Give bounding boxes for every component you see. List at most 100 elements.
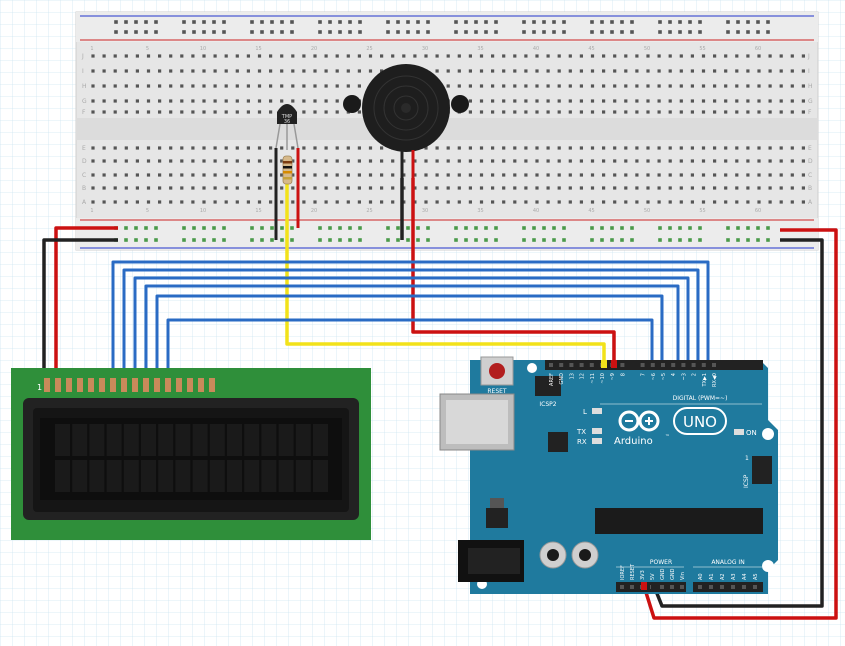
breadboard-hole	[91, 99, 95, 103]
breadboard-hole	[457, 84, 461, 88]
row-letter: A	[82, 199, 87, 206]
rail-hole	[590, 238, 594, 242]
power-pin-label: GND	[660, 568, 666, 580]
atmega-chip	[595, 508, 763, 534]
breadboard-hole	[801, 99, 805, 103]
breadboard-hole	[391, 173, 395, 177]
rail-hole	[124, 238, 128, 242]
breadboard-hole	[158, 186, 162, 190]
rail-hole	[154, 30, 158, 34]
breadboard-hole	[402, 159, 406, 163]
rail-hole	[746, 238, 750, 242]
breadboard-hole	[446, 54, 450, 58]
rail-hole	[386, 238, 390, 242]
breadboard-hole	[724, 69, 728, 73]
rail-hole	[250, 226, 254, 230]
column-number: 1	[90, 46, 93, 52]
rail-hole	[610, 20, 614, 24]
breadboard-hole	[801, 54, 805, 58]
breadboard-hole	[635, 99, 639, 103]
breadboard-hole	[713, 84, 717, 88]
breadboard-hole	[502, 110, 506, 114]
tip-5v	[641, 582, 647, 590]
breadboard-hole	[502, 159, 506, 163]
breadboard-hole	[213, 110, 217, 114]
lcd-pin	[187, 378, 193, 392]
rail-hole	[124, 20, 128, 24]
digital-pin-label: TX▶1	[702, 373, 708, 388]
breadboard-hole	[202, 186, 206, 190]
breadboard-hole	[568, 54, 572, 58]
breadboard-hole	[690, 173, 694, 177]
breadboard-hole	[701, 200, 706, 204]
header-pin	[681, 363, 686, 367]
led-on	[734, 429, 744, 435]
arduino-logo: Arduino ™ UNO	[614, 407, 727, 447]
breadboard-hole	[335, 54, 339, 58]
buzzer-mount-right	[451, 95, 469, 113]
breadboard-hole	[579, 69, 583, 73]
led-l-label: L	[583, 408, 587, 416]
breadboard-hole	[491, 99, 495, 103]
breadboard-hole	[346, 159, 350, 163]
column-number: 60	[755, 208, 761, 214]
rail-hole	[658, 238, 662, 242]
breadboard-hole	[313, 146, 317, 150]
breadboard-hole	[368, 173, 373, 177]
breadboard-hole	[790, 186, 794, 190]
breadboard-hole	[613, 54, 617, 58]
tip-gnd	[651, 582, 657, 590]
resistor-band-1	[283, 161, 292, 164]
reset-button	[489, 363, 505, 379]
breadboard-hole	[568, 200, 572, 204]
breadboard-hole	[779, 159, 783, 163]
rail-hole	[522, 238, 526, 242]
breadboard-hole	[546, 69, 550, 73]
breadboard-hole	[479, 99, 484, 103]
analog-pin-label: A2	[720, 573, 726, 580]
digital-pin-label: 8	[620, 373, 626, 376]
rail-hole	[494, 238, 498, 242]
rail-hole	[552, 30, 556, 34]
breadboard-hole	[579, 84, 583, 88]
lcd-pin	[44, 378, 50, 392]
breadboard-hole	[302, 99, 306, 103]
breadboard-hole	[280, 173, 284, 177]
breadboard-hole	[124, 110, 128, 114]
rail-hole	[426, 226, 430, 230]
rail-hole	[484, 226, 488, 230]
breadboard-hole	[602, 54, 606, 58]
rail-hole	[222, 20, 226, 24]
breadboard-hole	[546, 146, 550, 150]
breadboard-hole	[724, 186, 728, 190]
rail-hole	[192, 20, 196, 24]
rail-hole	[358, 238, 362, 242]
breadboard-hole	[113, 110, 117, 114]
column-number: 45	[588, 46, 594, 52]
breadboard-hole	[524, 173, 528, 177]
buzzer-center	[401, 103, 411, 113]
breadboard-hole	[224, 159, 228, 163]
breadboard-hole	[346, 84, 350, 88]
breadboard-hole	[457, 200, 461, 204]
breadboard-hole	[646, 146, 650, 150]
row-letter: I	[82, 68, 84, 75]
row-letter: H	[82, 83, 87, 90]
breadboard-hole	[635, 84, 639, 88]
breadboard-hole	[513, 200, 517, 204]
breadboard-hole	[191, 159, 195, 163]
breadboard-hole	[502, 84, 506, 88]
breadboard-hole	[357, 110, 361, 114]
rail-hole	[426, 238, 430, 242]
rail-hole	[192, 226, 196, 230]
breadboard-hole	[690, 69, 694, 73]
rail-hole	[192, 238, 196, 242]
breadboard-hole	[202, 200, 206, 204]
breadboard-hole	[191, 110, 195, 114]
breadboard-hole	[91, 110, 95, 114]
breadboard-hole	[801, 200, 805, 204]
breadboard-hole	[635, 110, 639, 114]
rail-hole	[328, 30, 332, 34]
